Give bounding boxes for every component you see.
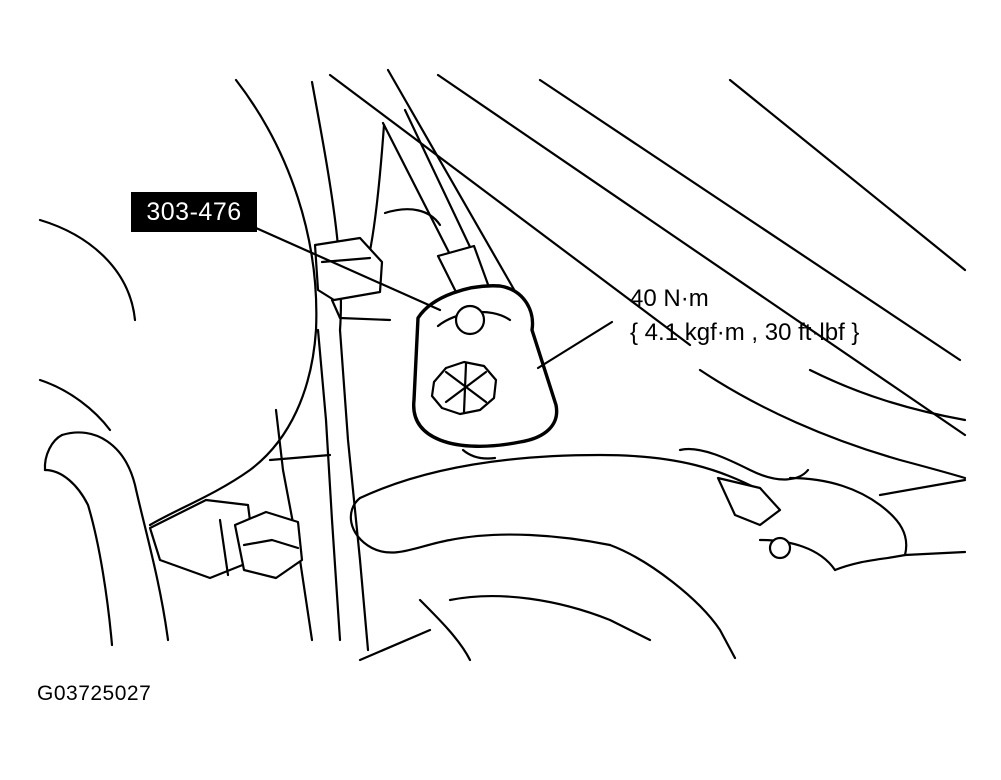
leader-lines	[254, 226, 614, 370]
socket-wrench	[381, 108, 559, 460]
tool-leader-line	[254, 226, 442, 312]
upper-body-lines	[328, 73, 967, 480]
lower-left-hose	[43, 431, 170, 647]
torque-secondary: { 4.1 kgf·m , 30 ft·lbf }	[630, 319, 860, 346]
torque-leader-line	[536, 320, 614, 370]
figure-id: G03725027	[37, 682, 152, 705]
engine-housing	[38, 78, 318, 527]
tool-number-label: 303-476	[131, 192, 257, 232]
torque-spec: 40 N·m { 4.1 kgf·m , 30 ft·lbf }	[630, 282, 859, 350]
lower-duct	[349, 453, 762, 662]
torque-primary: 40 N·m	[630, 285, 709, 312]
right-fitting	[678, 447, 967, 572]
mount-bracket	[313, 208, 442, 322]
hex-bolt	[148, 498, 304, 580]
engine-rails	[268, 68, 522, 652]
